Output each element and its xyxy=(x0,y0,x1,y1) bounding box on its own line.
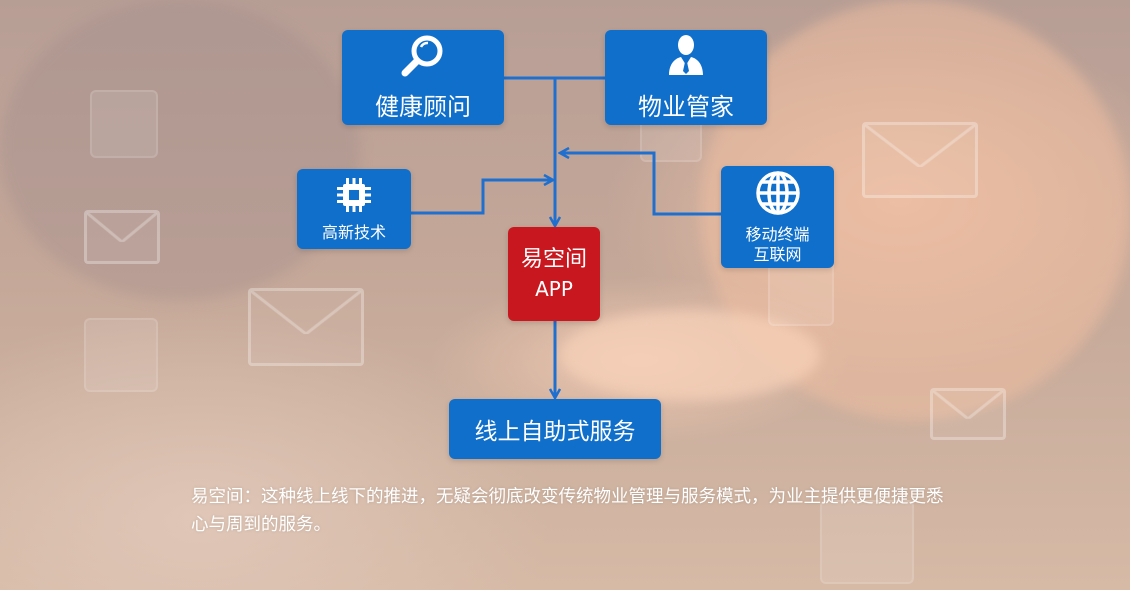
envelope-icon xyxy=(248,288,364,366)
background-tile xyxy=(84,318,158,392)
node-app-label-2: APP xyxy=(535,277,573,301)
user-icon xyxy=(666,33,706,81)
search-icon xyxy=(400,33,446,81)
node-property-butler: 物业管家 xyxy=(605,30,767,125)
node-online-self-service: 线上自助式服务 xyxy=(449,399,661,459)
node-health-label: 健康顾问 xyxy=(375,93,471,121)
node-service-label: 线上自助式服务 xyxy=(474,419,636,445)
description-text: 易空间：这种线上线下的推进，无疑会彻底改变传统物业管理与服务模式，为业主提供更便… xyxy=(191,487,944,535)
background-blob xyxy=(0,0,360,300)
node-mobile-label-2: 互联网 xyxy=(753,245,802,264)
node-high-tech: 高新技术 xyxy=(297,169,411,249)
envelope-icon xyxy=(930,388,1006,440)
envelope-icon xyxy=(84,210,160,264)
node-health-consultant: 健康顾问 xyxy=(342,30,504,125)
node-tech-label: 高新技术 xyxy=(321,223,386,242)
globe-icon xyxy=(754,169,802,221)
envelope-icon xyxy=(862,122,978,198)
node-mobile-label-1: 移动终端 xyxy=(745,225,810,244)
connector-tech xyxy=(411,180,553,215)
connector-mobile xyxy=(560,153,721,216)
node-app: 易空间 APP xyxy=(508,227,600,321)
node-property-label: 物业管家 xyxy=(638,93,734,121)
background-tile xyxy=(768,260,834,326)
background-tile xyxy=(90,90,158,158)
background-tile xyxy=(820,500,914,584)
node-app-label-1: 易空间 xyxy=(520,247,587,272)
chip-icon xyxy=(334,175,374,219)
node-mobile-internet: 移动终端 互联网 xyxy=(721,166,834,268)
background-blob xyxy=(560,310,820,400)
